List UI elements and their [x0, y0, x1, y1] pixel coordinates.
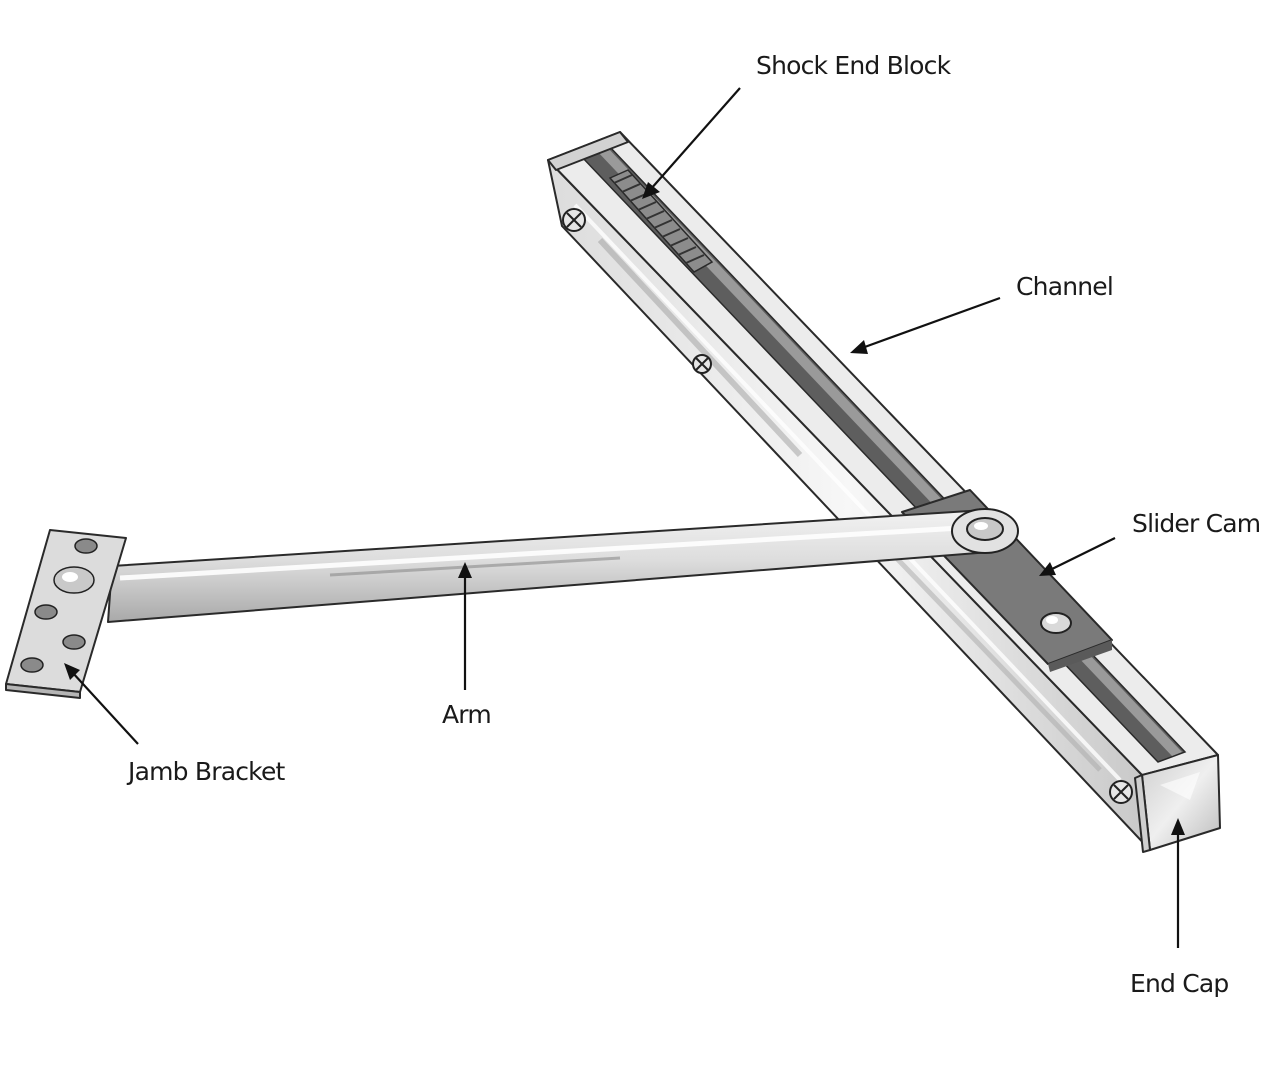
- channel: [547, 131, 1219, 851]
- arm: [107, 508, 1019, 623]
- screw-icon: [692, 354, 712, 374]
- leader-arm: [458, 562, 472, 690]
- screw-icon: [562, 208, 586, 232]
- screw-icon: [1109, 780, 1133, 804]
- label-channel: Channel: [1016, 272, 1113, 301]
- leader-shock-end-block: [642, 87, 741, 199]
- leader-end-cap: [1171, 818, 1185, 948]
- shock-end-block: [608, 169, 714, 273]
- label-shock-end-block: Shock End Block: [756, 51, 952, 80]
- jamb-bracket: [5, 529, 127, 699]
- end-cap: [1134, 754, 1221, 853]
- label-end-cap: End Cap: [1130, 969, 1229, 998]
- label-arm: Arm: [442, 700, 491, 729]
- channel-end-face: [547, 131, 629, 171]
- label-slider-cam: Slider Cam: [1132, 509, 1260, 538]
- leader-channel: [850, 296, 1001, 354]
- label-jamb-bracket: Jamb Bracket: [126, 757, 286, 786]
- leader-slider-cam: [1039, 537, 1116, 576]
- leader-jamb-bracket: [64, 663, 139, 745]
